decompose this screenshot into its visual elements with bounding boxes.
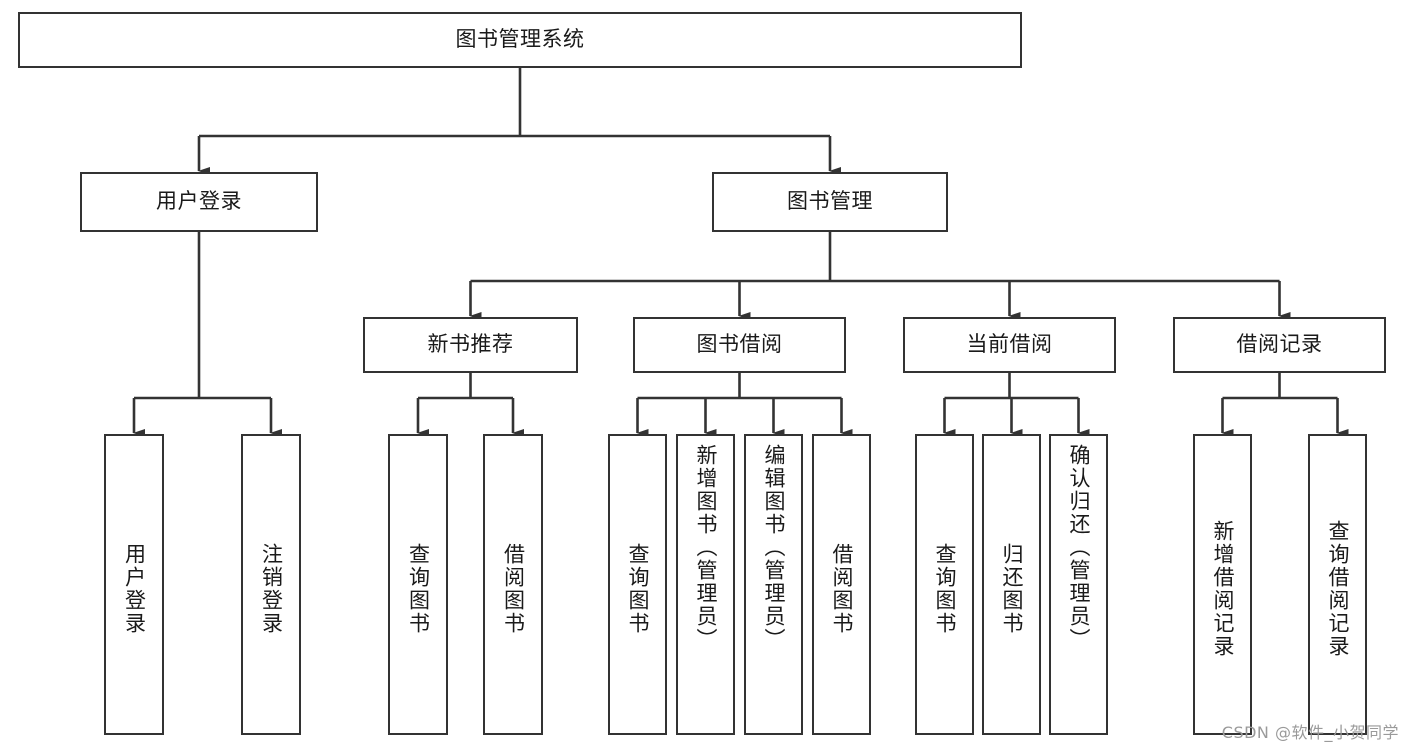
leaf-return-books[interactable]: 归还图书 (982, 434, 1041, 735)
node-label: 查询图书 (932, 542, 957, 635)
node-label: 查询图书 (406, 542, 431, 635)
leaf-text-wrap: 归还图书 (984, 444, 1039, 733)
leaf-borrow-books-2[interactable]: 借阅图书 (812, 434, 871, 735)
node-book-management[interactable]: 图书管理 (712, 172, 948, 232)
node-label: 用户登录 (156, 189, 242, 214)
node-label: 新增借阅记录 (1210, 519, 1235, 658)
node-label: 新增图书（管理员） (693, 444, 718, 651)
node-label: 用户登录 (122, 542, 147, 635)
leaf-text-wrap: 查询图书 (390, 444, 446, 733)
node-book-borrow[interactable]: 图书借阅 (633, 317, 846, 373)
node-label: 借阅图书 (501, 542, 526, 635)
leaf-text-wrap: 确认归还（管理员） (1051, 444, 1106, 733)
node-user-login[interactable]: 用户登录 (80, 172, 318, 232)
node-label: 确认归还（管理员） (1066, 444, 1091, 651)
node-label: 查询借阅记录 (1325, 519, 1350, 658)
leaf-confirm-return-admin[interactable]: 确认归还（管理员） (1049, 434, 1108, 735)
node-label: 注销登录 (259, 542, 284, 635)
node-label: 图书管理 (787, 189, 873, 214)
leaf-query-borrow-record[interactable]: 查询借阅记录 (1308, 434, 1367, 735)
node-label: 图书管理系统 (455, 27, 585, 52)
node-label: 归还图书 (999, 542, 1024, 635)
leaf-text-wrap: 新增图书（管理员） (678, 444, 733, 733)
leaf-query-books-3[interactable]: 查询图书 (915, 434, 974, 735)
leaf-text-wrap: 查询图书 (917, 444, 972, 733)
leaf-text-wrap: 用户登录 (106, 444, 162, 733)
leaf-logout[interactable]: 注销登录 (241, 434, 301, 735)
leaf-edit-book-admin[interactable]: 编辑图书（管理员） (744, 434, 803, 735)
leaf-query-books-2[interactable]: 查询图书 (608, 434, 667, 735)
node-new-book-recommend[interactable]: 新书推荐 (363, 317, 578, 373)
node-borrow-records[interactable]: 借阅记录 (1173, 317, 1386, 373)
csdn-watermark: CSDN @软件_小贺同学 (1221, 723, 1399, 742)
leaf-borrow-books-1[interactable]: 借阅图书 (483, 434, 543, 735)
node-label: 图书借阅 (696, 332, 783, 357)
leaf-add-book-admin[interactable]: 新增图书（管理员） (676, 434, 735, 735)
leaf-text-wrap: 借阅图书 (814, 444, 869, 733)
leaf-text-wrap: 查询借阅记录 (1310, 444, 1365, 733)
node-label: 借阅记录 (1236, 332, 1323, 357)
leaf-text-wrap: 编辑图书（管理员） (746, 444, 801, 733)
leaf-text-wrap: 新增借阅记录 (1195, 444, 1250, 733)
node-current-borrow[interactable]: 当前借阅 (903, 317, 1116, 373)
leaf-query-books-1[interactable]: 查询图书 (388, 434, 448, 735)
node-root[interactable]: 图书管理系统 (18, 12, 1022, 68)
leaf-text-wrap: 注销登录 (243, 444, 299, 733)
node-label: 当前借阅 (966, 332, 1053, 357)
leaf-add-borrow-record[interactable]: 新增借阅记录 (1193, 434, 1252, 735)
node-label: 查询图书 (625, 542, 650, 635)
node-label: 借阅图书 (829, 542, 854, 635)
leaf-user-login[interactable]: 用户登录 (104, 434, 164, 735)
node-label: 编辑图书（管理员） (761, 444, 786, 651)
leaf-text-wrap: 借阅图书 (485, 444, 541, 733)
node-label: 新书推荐 (427, 332, 514, 357)
leaf-text-wrap: 查询图书 (610, 444, 665, 733)
